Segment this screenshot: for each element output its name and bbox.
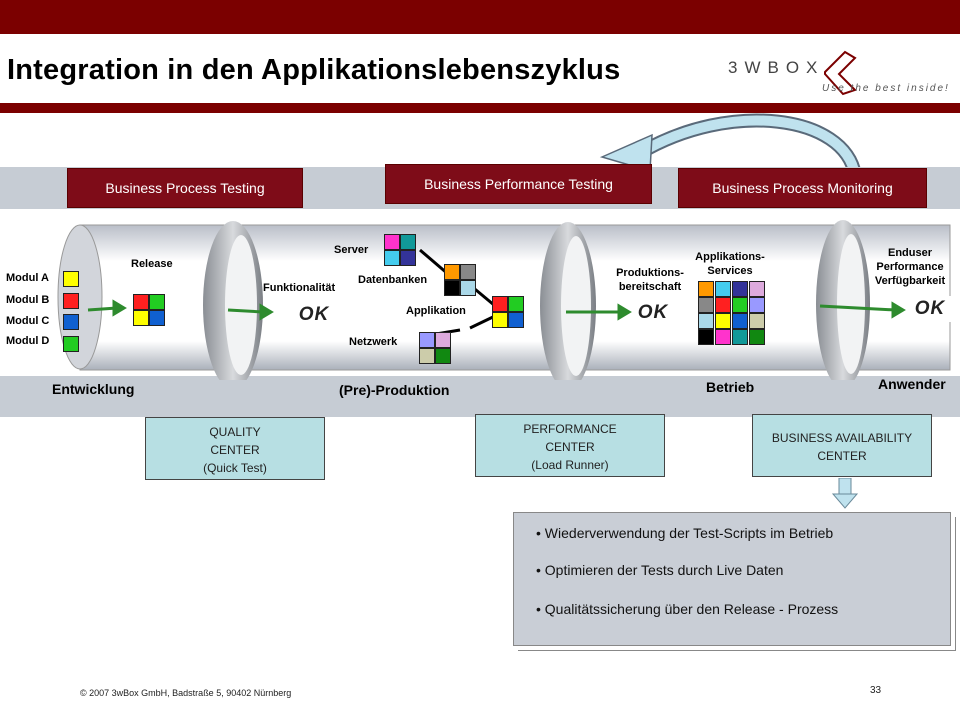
module-a-square [63, 271, 79, 287]
server-square-2 [400, 234, 416, 250]
app-square-2 [508, 296, 524, 312]
server-square-3 [384, 250, 400, 266]
bullet-item: • Qualitätssicherung über den Release - … [536, 601, 839, 617]
applikations-services-label: Applikations- Services [695, 251, 765, 277]
tab-business-process-monitoring[interactable]: Business Process Monitoring [678, 168, 927, 208]
module-label-c: Modul C [6, 315, 50, 327]
net-square-4 [435, 348, 451, 364]
tab-business-performance-testing[interactable]: Business Performance Testing [385, 164, 652, 204]
db-square-2 [460, 264, 476, 280]
produktionsbereitschaft-label: Produktions- bereitschaft [616, 267, 684, 293]
app-square-1 [492, 296, 508, 312]
business-availability-center-box[interactable]: BUSINESS AVAILABILITY CENTER [752, 414, 932, 477]
module-label-d: Modul D [6, 335, 50, 347]
bullet-item: • Optimieren der Tests durch Live Daten [536, 562, 784, 578]
down-arrow-icon [831, 478, 859, 509]
server-square-4 [400, 250, 416, 266]
net-square-3 [419, 348, 435, 364]
bullet-item: • Wiederverwendung der Test-Scripts im B… [536, 525, 834, 541]
company-logo [725, 50, 945, 100]
net-square-2 [435, 332, 451, 348]
db-square-3 [444, 280, 460, 296]
phase-betrieb: Betrieb [706, 379, 755, 395]
netzwerk-label: Netzwerk [349, 336, 398, 348]
db-square-4 [460, 280, 476, 296]
phase-entwicklung: Entwicklung [52, 381, 135, 397]
ok-funktionalitaet: OK [285, 302, 343, 328]
phase-preproduktion: (Pre)-Produktion [339, 382, 450, 398]
ok-produktionsbereitschaft: OK [632, 300, 674, 326]
release-square-2 [149, 294, 165, 310]
release-square-3 [133, 310, 149, 326]
module-label-a: Modul A [6, 272, 49, 284]
release-square-4 [149, 310, 165, 326]
app-square-4 [508, 312, 524, 328]
quality-center-box[interactable]: QUALITY CENTER (Quick Test) [145, 417, 325, 480]
net-square-1 [419, 332, 435, 348]
module-c-square [63, 314, 79, 330]
applikation-label: Applikation [406, 305, 466, 317]
top-bar [0, 0, 960, 34]
db-square-1 [444, 264, 460, 280]
benefits-box: • Wiederverwendung der Test-Scripts im B… [513, 512, 951, 646]
module-d-square [63, 336, 79, 352]
server-label: Server [334, 244, 369, 256]
logo-mark-icon [824, 50, 857, 96]
services-grid [698, 281, 766, 345]
footer-copyright: © 2007 3wBox GmbH, Badstraße 5, 90402 Nü… [80, 688, 292, 698]
datenbanken-label: Datenbanken [358, 274, 428, 286]
release-square-1 [133, 294, 149, 310]
page-number: 33 [870, 685, 882, 696]
green-arrows [87, 299, 906, 321]
tab-business-process-testing[interactable]: Business Process Testing [67, 168, 303, 208]
title-underline [0, 103, 960, 113]
enduser-label: Enduser Performance Verfügbarkeit [874, 247, 946, 287]
funktionalitaet-label: Funktionalität [263, 282, 336, 294]
logo-wordmark: 3WBOX [728, 58, 825, 77]
logo-tagline: Use the best inside! [822, 83, 950, 94]
release-label: Release [131, 258, 173, 270]
module-b-square [63, 293, 79, 309]
module-label-b: Modul B [6, 294, 50, 306]
phase-band [0, 376, 960, 417]
ok-enduser: OK [908, 296, 952, 322]
app-square-3 [492, 312, 508, 328]
server-square-1 [384, 234, 400, 250]
performance-center-box[interactable]: PERFORMANCE CENTER (Load Runner) [475, 414, 665, 477]
phase-anwender: Anwender [878, 376, 946, 392]
page-title: Integration in den Applikationslebenszyk… [7, 54, 621, 86]
